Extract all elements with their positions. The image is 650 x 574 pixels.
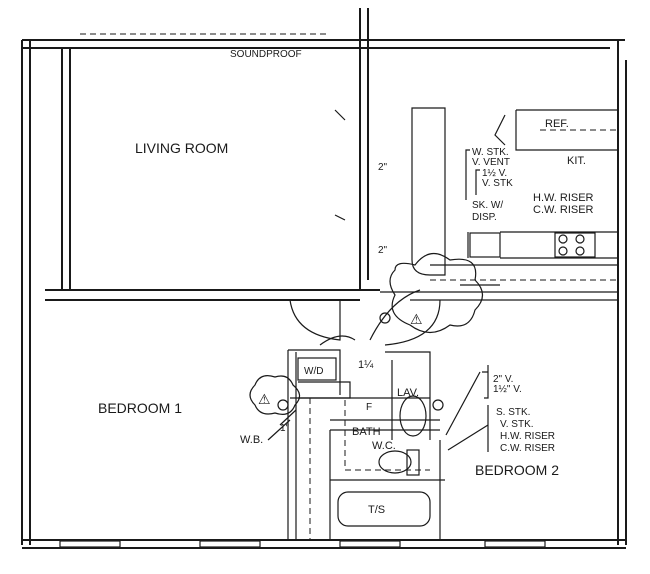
ts-label: T/S [368, 504, 385, 516]
note-cw-riser: C.W. RISER [500, 443, 555, 454]
doors [289, 109, 441, 346]
soundproof-label: SOUNDPROOF [230, 49, 302, 60]
pipe-2in-upper: 2" [378, 162, 388, 173]
v-1-5-label: 1½ V. [482, 168, 507, 179]
lavatory [399, 395, 427, 437]
warning-icon: ⚠ [258, 391, 271, 407]
toilet [378, 450, 412, 474]
tub-shower [337, 491, 431, 527]
wc-label: W.C. [372, 440, 396, 452]
bedroom2-label: BEDROOM 2 [475, 462, 559, 478]
hw-riser-label: H.W. RISER [533, 192, 594, 204]
range [554, 232, 596, 258]
pipe-1-quarter: 1¼ [358, 359, 374, 371]
wd-label: W/D [304, 366, 323, 377]
bath-label: BATH [352, 426, 381, 438]
sink-label-2: DISP. [472, 212, 497, 223]
note-1-5in-v: 1½" V. [493, 384, 522, 395]
sink-label-1: SK. W/ [472, 200, 503, 211]
w-stk-label: W. STK. [472, 147, 509, 158]
outer-walls [21, 8, 627, 549]
f-label: F [366, 402, 372, 413]
leader-lines [267, 149, 489, 452]
cw-riser-label: C.W. RISER [533, 204, 594, 216]
washer-dryer [297, 357, 337, 381]
lav-label: LAV. [397, 387, 419, 399]
living-room-label: LIVING ROOM [135, 140, 228, 156]
kitchen [411, 107, 618, 286]
windows [59, 540, 546, 548]
pipe-2in-lower: 2" [378, 245, 388, 256]
warning-icon: ⚠ [410, 311, 423, 327]
note-v-stk: V. STK. [500, 419, 534, 430]
ref-label: REF. [545, 118, 569, 130]
note-s-stk: S. STK. [496, 407, 530, 418]
v-vent-label: V. VENT [472, 157, 510, 168]
pipe-1in: 1" [280, 423, 290, 434]
kitchen-label: KIT. [567, 155, 586, 167]
v-stk-label: V. STK [482, 178, 513, 189]
note-2in-v: 2" V. [493, 374, 513, 385]
wb-label: W.B. [240, 434, 263, 446]
bath-area [277, 312, 445, 540]
note-hw-riser: H.W. RISER [500, 431, 555, 442]
sink [469, 232, 501, 258]
warning-clouds [249, 253, 484, 415]
bedroom1-label: BEDROOM 1 [98, 400, 182, 416]
